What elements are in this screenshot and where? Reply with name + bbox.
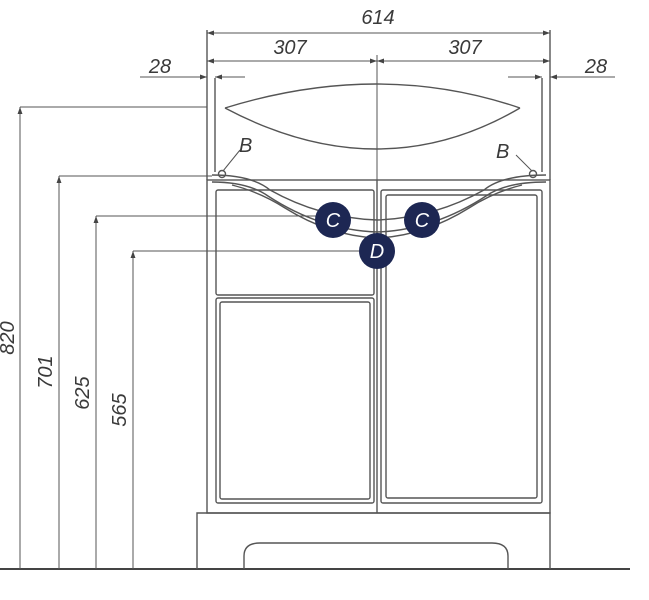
width-dimension-lines: [140, 30, 615, 258]
b-leaders: [222, 149, 533, 172]
dim-height-total: 820: [0, 321, 19, 354]
dim-half-left: 307: [273, 37, 307, 59]
marker-b-right: B: [496, 141, 509, 163]
plinth: [196, 512, 551, 569]
marker-c-left-label: C: [326, 210, 341, 232]
marker-c-left: C: [315, 202, 351, 238]
marker-d-label: D: [370, 241, 384, 263]
marker-c-right: C: [404, 202, 440, 238]
marker-d-center: D: [359, 233, 395, 269]
marker-c-right-label: C: [415, 210, 430, 232]
dim-offset-right: 28: [584, 56, 607, 78]
dim-offset-left: 28: [148, 56, 171, 78]
dim-height-drawer: 565: [109, 392, 131, 426]
dim-width-total: 614: [361, 7, 394, 29]
cabinet-body: [206, 179, 551, 514]
marker-b-left: B: [239, 135, 252, 157]
height-dimension-lines: [17, 106, 360, 569]
dim-height-basin-rim: 701: [35, 355, 57, 388]
dim-half-right: 307: [448, 37, 482, 59]
dim-height-bowl: 625: [72, 375, 94, 409]
